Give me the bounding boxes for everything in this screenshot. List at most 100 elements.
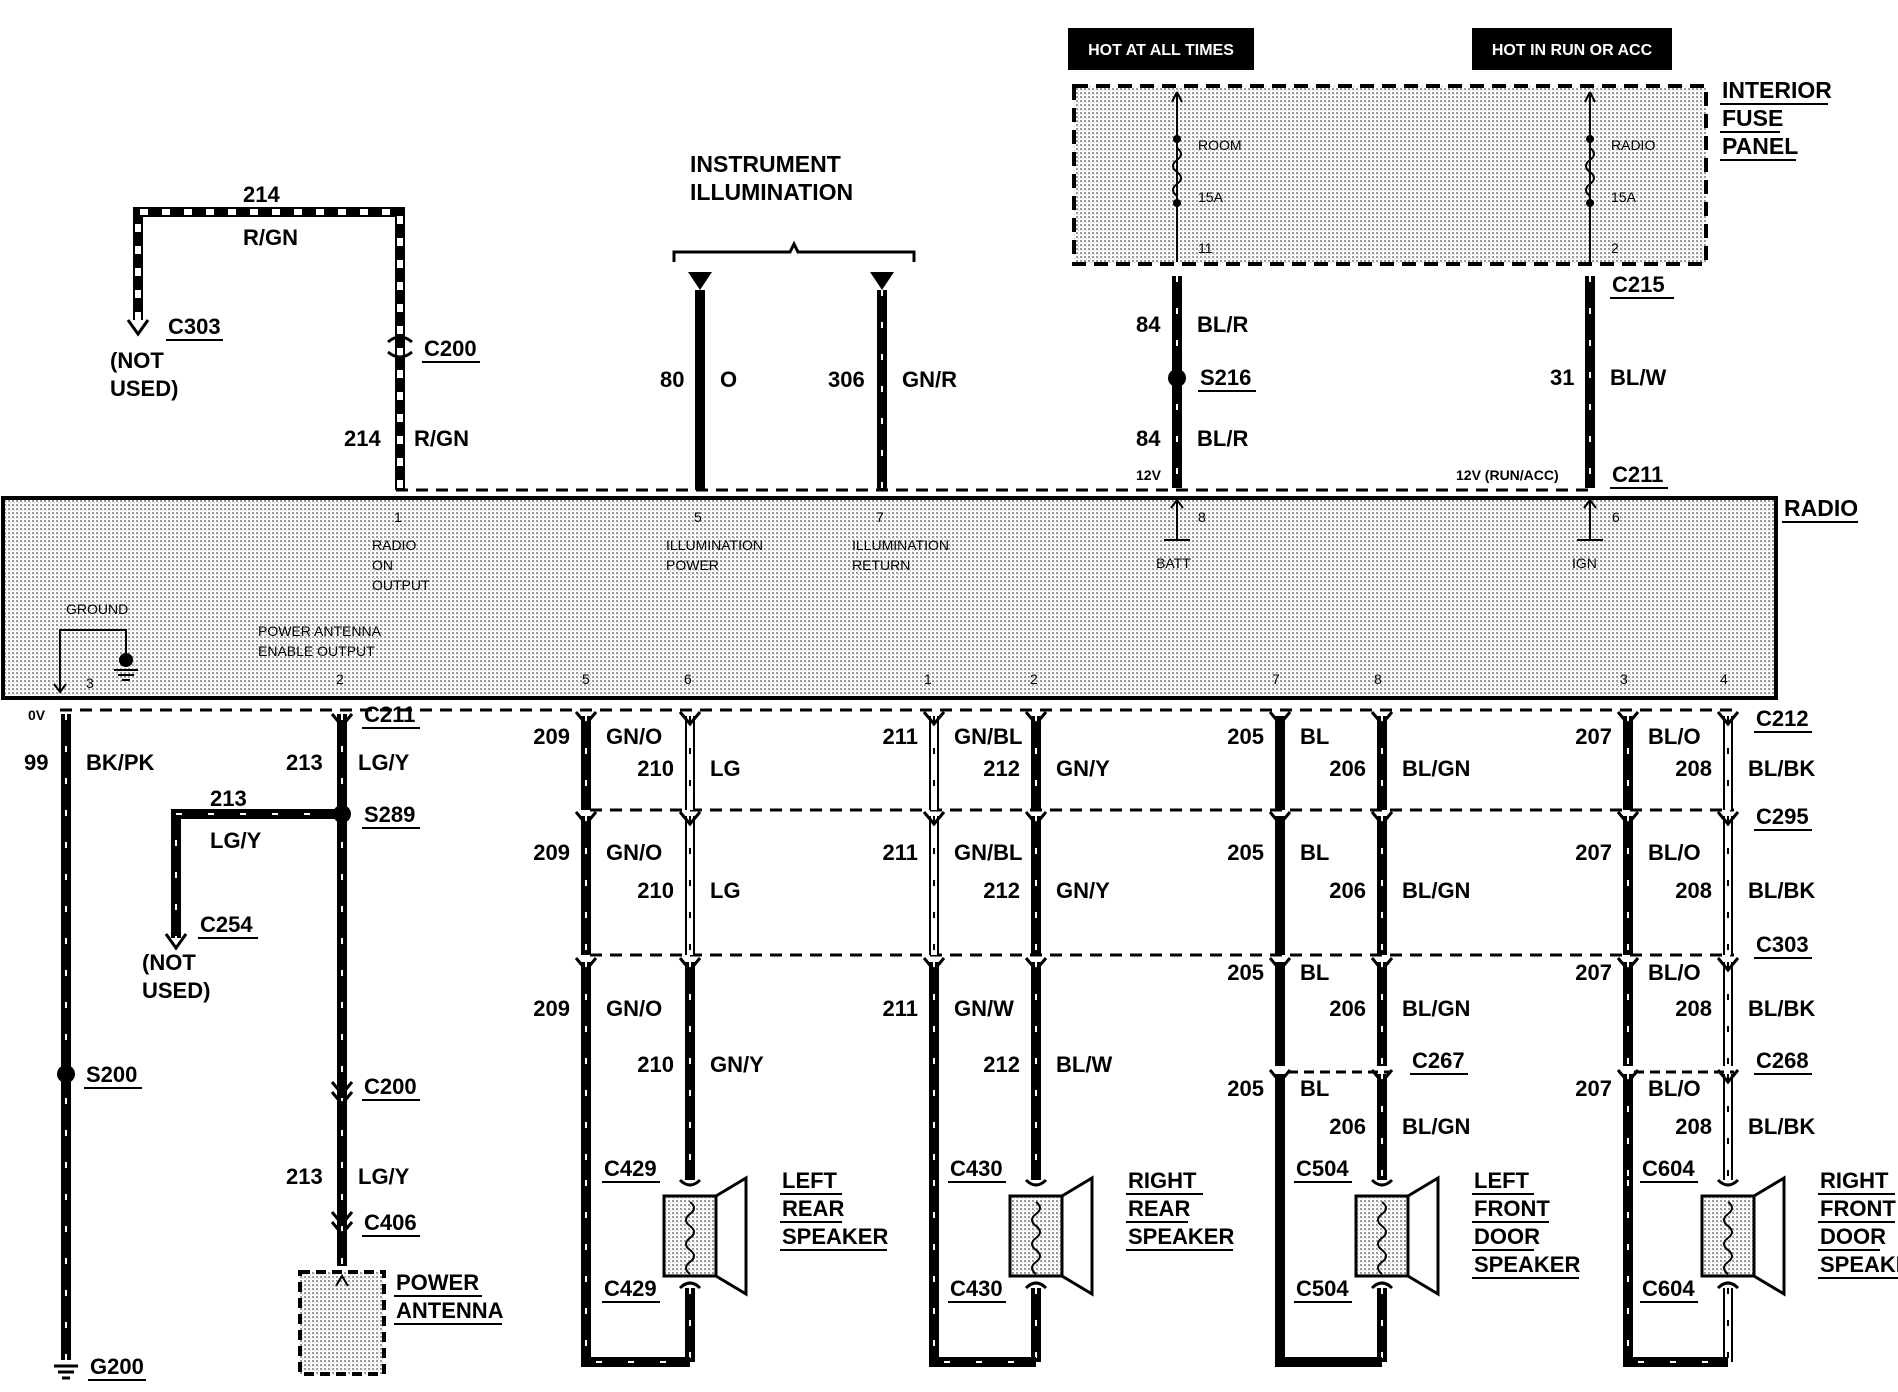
fuse-panel-title-2: FUSE (1722, 105, 1783, 131)
wire-306: 306 GN/R (828, 290, 957, 490)
right_front-row3-a-circuit: 207 (1575, 960, 1612, 985)
right_front-row3-a-color: BL/O (1648, 960, 1701, 985)
batt-12v-label: 12V (1136, 467, 1162, 483)
radio-bpin-5: 5 (582, 671, 590, 687)
connector-c215: C215 (1612, 272, 1665, 297)
ground-g200: G200 (90, 1354, 144, 1379)
left_front-speaker-label-3: DOOR (1474, 1224, 1540, 1249)
connector-c268: C268 (1756, 1048, 1809, 1073)
left_front-row2-b-color: BL/GN (1402, 878, 1470, 903)
right_front-connector-top: C604 (1642, 1156, 1695, 1181)
right_front-connector-bottom: C604 (1642, 1276, 1695, 1301)
radio-bpin-2: 2 (336, 671, 344, 687)
right_rear-speaker-label-3: SPEAKER (1128, 1224, 1234, 1249)
c200-bottom-connector-icon (330, 1081, 354, 1107)
right_front-row4-a-circuit: 207 (1575, 1076, 1612, 1101)
wire-80-color: O (720, 367, 737, 392)
left_rear-connector-top: C429 (604, 1156, 657, 1181)
wire-84-top-circuit: 84 (1136, 312, 1161, 337)
splice-s289: S289 (364, 802, 415, 827)
speaker-icon (1700, 1175, 1786, 1297)
radio-bpin-2b: 2 (1030, 671, 1038, 687)
left_rear-row3-a-circuit: 209 (533, 996, 570, 1021)
wire-214-color: R/GN (414, 426, 469, 451)
right_front-row1-a-color: BL/O (1648, 724, 1701, 749)
fuse-panel-title-3: PANEL (1722, 133, 1798, 159)
right_rear-row1-b-color: GN/Y (1056, 756, 1110, 781)
left_front-row3-a-color: BL (1300, 960, 1329, 985)
instrument-illumination: INSTRUMENT ILLUMINATION (672, 151, 916, 290)
left_front-row4-a-color: BL (1300, 1076, 1329, 1101)
c303-not-used-2: USED) (110, 376, 178, 401)
radio-pin-5: 5 (694, 509, 702, 525)
connector-c211-top: C211 (1612, 462, 1663, 487)
left_rear-row1-b-circuit: 210 (637, 756, 674, 781)
connector-c303: C303 (1756, 932, 1809, 957)
left_front-speaker-label-1: LEFT (1474, 1168, 1530, 1193)
radio-pin-6-top: 6 (1612, 509, 1620, 525)
right_rear-row3-b-color: BL/W (1056, 1052, 1112, 1077)
radio-on-2: ON (372, 557, 393, 573)
radio-bpin-4: 4 (1720, 671, 1728, 687)
fuse-panel-title-1: INTERIOR (1722, 77, 1832, 103)
right_front-row2-a-circuit: 207 (1575, 840, 1612, 865)
wire-31-circuit: 31 (1550, 365, 1574, 390)
c200-top-connector-icon (387, 335, 413, 359)
power-antenna-icon (298, 1270, 386, 1376)
left_rear-speaker-label-1: LEFT (782, 1168, 838, 1193)
connector-c200-bottom: C200 (364, 1074, 417, 1099)
c254-not-used-1: (NOT (142, 950, 196, 975)
right_front-speaker-label-4: SPEAKER (1820, 1252, 1898, 1277)
right_rear-row2-b-circuit: 212 (983, 878, 1020, 903)
illum-return-2: RETURN (852, 557, 910, 573)
right_front-row2-b-color: BL/BK (1748, 878, 1815, 903)
left_front-row1-a-color: BL (1300, 724, 1329, 749)
right_rear-speaker-label-1: RIGHT (1128, 1168, 1197, 1193)
right_rear-row2-a-circuit: 211 (883, 840, 919, 865)
left_rear-row3-b-color: GN/Y (710, 1052, 764, 1077)
connector-c254: C254 (200, 912, 253, 937)
left_front-row1-b-circuit: 206 (1329, 756, 1366, 781)
wire-31-color: BL/W (1610, 365, 1666, 390)
left_rear-connector-bottom: C429 (604, 1276, 657, 1301)
left_front-row4-b-color: BL/GN (1402, 1114, 1470, 1139)
splice-s216-icon (1168, 369, 1186, 387)
hot-at-all-times-header: HOT AT ALL TIMES (1068, 28, 1254, 70)
c254-not-used-2: USED) (142, 978, 210, 1003)
right_rear-row2-b-color: GN/Y (1056, 878, 1110, 903)
radio-pin-7: 7 (876, 509, 884, 525)
radio-module: RADIO 1 RADIO ON OUTPUT 5 ILLUMINATION P… (1, 495, 1858, 700)
left_front-row3-a-circuit: 205 (1227, 960, 1264, 985)
radio-ign: IGN (1572, 555, 1597, 571)
wire-213b-color: LG/Y (358, 1164, 410, 1189)
c303-not-used-1: (NOT (110, 348, 164, 373)
right_front-row1-b-color: BL/BK (1748, 756, 1815, 781)
left_rear-row2-a-color: GN/O (606, 840, 662, 865)
power-antenna-label-1: POWER (396, 1270, 479, 1295)
left_front-row1-a-circuit: 205 (1227, 724, 1264, 749)
left_rear-row1-a-color: GN/O (606, 724, 662, 749)
speaker-icon (1354, 1175, 1440, 1297)
wire-84-bot-color: BL/R (1197, 426, 1248, 451)
radio-bpin-8: 8 (1374, 671, 1382, 687)
splice-s289-icon (333, 805, 351, 823)
wire-84-bot-circuit: 84 (1136, 426, 1161, 451)
speaker-icon (1008, 1175, 1094, 1297)
wire-213-circuit: 213 (286, 750, 323, 775)
connector-c406: C406 (364, 1210, 417, 1235)
room-fuse-rating: 15A (1198, 189, 1224, 205)
left_front-speaker-label-2: FRONT (1474, 1196, 1550, 1221)
left_rear-row2-b-circuit: 210 (637, 878, 674, 903)
right_rear-row2-a-color: GN/BL (954, 840, 1022, 865)
illum-power-2: POWER (666, 557, 719, 573)
left_front-row4-b-circuit: 206 (1329, 1114, 1366, 1139)
illum-power-1: ILLUMINATION (666, 537, 763, 553)
right_front-speaker-label-1: RIGHT (1820, 1168, 1889, 1193)
left_rear-row3-a-color: GN/O (606, 996, 662, 1021)
power-antenna-enable-2: ENABLE OUTPUT (258, 643, 375, 659)
room-fuse-name: ROOM (1198, 137, 1242, 153)
left_front-row2-a-color: BL (1300, 840, 1329, 865)
wire-306-color: GN/R (902, 367, 957, 392)
